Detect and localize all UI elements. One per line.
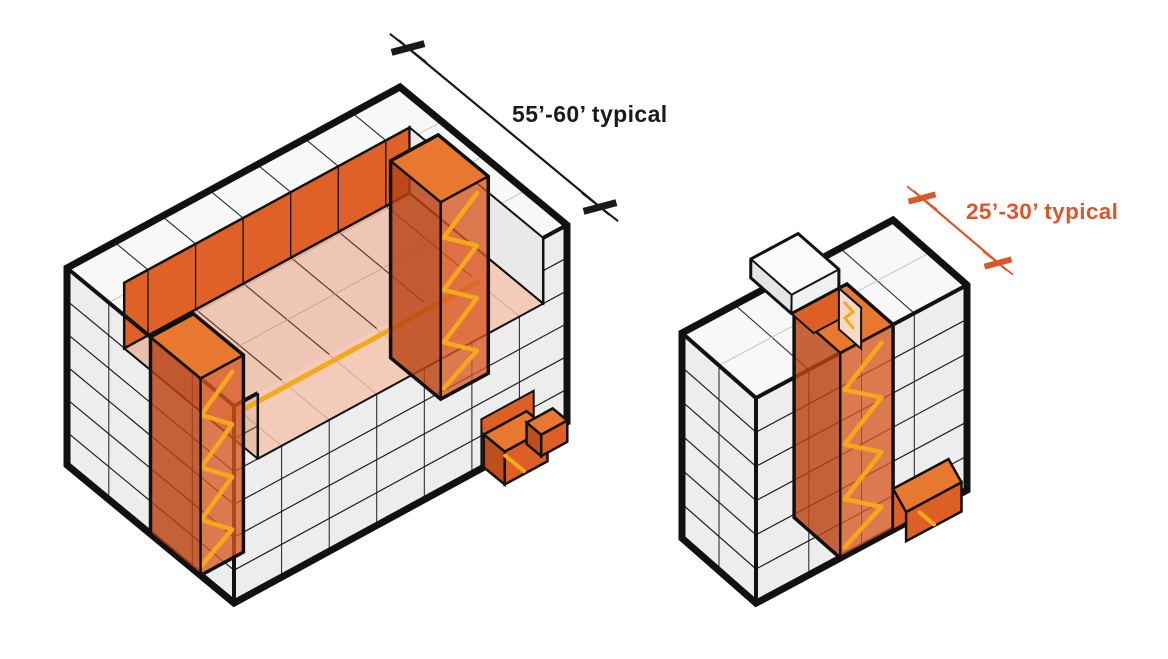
stair-run-path: [198, 369, 235, 569]
shaft-stair-mark: [842, 301, 856, 330]
left-dimension-label: 55’-60’ typical: [512, 101, 668, 127]
left-stair-core-2: [388, 132, 491, 402]
right-building-outline: [678, 215, 971, 608]
left-stair-core-1: [148, 311, 246, 578]
entry-path: [503, 453, 526, 474]
core-outline: [388, 132, 491, 402]
right-building: [678, 215, 971, 608]
core-front-face: [200, 355, 244, 576]
core-outline: [148, 311, 246, 578]
right-dimension: 25’-30’ typical: [906, 185, 1118, 276]
core-top-face: [150, 313, 244, 379]
right-entry-vestibule: [891, 457, 964, 544]
right-core-bulkhead: [749, 231, 863, 351]
stair-run-path: [842, 340, 884, 550]
dimension-line: [398, 39, 610, 216]
core-side-face: [150, 337, 201, 576]
left-building: [63, 82, 571, 608]
corridor-back-wall-bays: [147, 140, 387, 336]
right-dimension-label: 25’-30’ typical: [966, 199, 1118, 224]
dimension-tick-icon: [389, 33, 427, 63]
left-entry-vestibule: [480, 389, 570, 488]
core-side-face: [794, 312, 841, 559]
right-end-facade-grid: [681, 365, 757, 571]
dimension-tick-icon: [581, 192, 619, 222]
dimension-tick-icon: [906, 185, 938, 211]
left-dimension: 55’-60’ typical: [389, 33, 668, 222]
stair-run-path: [441, 190, 480, 391]
dimension-tick-icon: [982, 250, 1014, 276]
core-top-face: [390, 134, 489, 203]
entry-path: [917, 510, 936, 527]
core-side-face: [390, 160, 441, 400]
